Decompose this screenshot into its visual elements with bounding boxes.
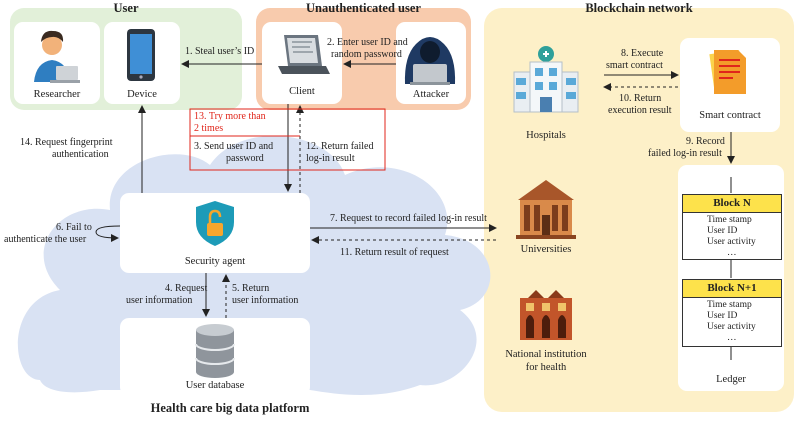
step-9-label-line2: failed log-in result xyxy=(648,148,722,159)
step-7-label: 7. Request to record failed log-in resul… xyxy=(330,213,487,224)
step-3-label-line2: password xyxy=(226,153,264,164)
user-database-label: User database xyxy=(185,380,245,391)
ledger-block: Block N+1 Time stamp User ID User activi… xyxy=(682,279,782,347)
step-5-label-line2: user information xyxy=(232,295,299,306)
unauthenticated-user-title: Unauthenticated user xyxy=(306,1,421,15)
step-13-label-line2: 2 times xyxy=(194,123,224,134)
step-5-label-line1: 5. Return xyxy=(232,283,270,294)
document-icon xyxy=(709,50,746,94)
block-field: Time stamp xyxy=(707,215,752,225)
step-1-label: 1. Steal user’s ID xyxy=(185,46,255,57)
block-field: User activity xyxy=(707,322,756,332)
researcher-label: Researcher xyxy=(33,89,81,100)
step-8-label-line1: 8. Execute xyxy=(621,48,664,59)
hospital-icon xyxy=(513,46,579,113)
block-field: … xyxy=(727,333,737,343)
step-11-label: 11. Return result of request xyxy=(340,247,449,258)
block-field: … xyxy=(727,248,737,258)
client-label: Client xyxy=(289,86,315,97)
ledger-label: Ledger xyxy=(716,374,746,385)
block-field: User activity xyxy=(707,237,756,247)
hospitals-label: Hospitals xyxy=(526,130,566,141)
database-icon xyxy=(195,324,235,378)
national-institution-label-1: National institution xyxy=(505,349,587,360)
block-field: User ID xyxy=(707,311,738,321)
step-13-label-line1: 13. Try more than xyxy=(194,111,266,122)
block-field: Time stamp xyxy=(707,300,752,310)
step-4-label-line2: user information xyxy=(126,295,193,306)
retry-highlight-box xyxy=(189,108,386,171)
step-10-label-line2: execution result xyxy=(608,105,672,116)
attacker-label: Attacker xyxy=(412,89,450,100)
block-title: Block N xyxy=(683,195,781,213)
hacker-icon xyxy=(404,37,456,85)
step-8-label-line2: smart contract xyxy=(606,60,663,71)
step-6-label-line1: 6. Fail to xyxy=(56,222,92,233)
step-10-label-line1: 10. Return xyxy=(619,93,662,104)
universities-label: Universities xyxy=(520,244,572,255)
block-field: User ID xyxy=(707,226,738,236)
step-12-label-line1: 12. Return failed xyxy=(306,141,374,152)
arrow-fail-auth xyxy=(95,225,121,242)
university-icon xyxy=(516,180,576,239)
step-14-label-line1: 14. Request fingerprint xyxy=(20,137,113,148)
step-9-label-line1: 9. Record xyxy=(686,136,725,147)
blockchain-network-title: Blockchain network xyxy=(585,1,693,15)
shield-lock-icon xyxy=(196,201,234,246)
step-6-label-line2: authenticate the user xyxy=(4,234,87,245)
device-icon xyxy=(127,29,155,81)
security-agent-label: Security agent xyxy=(184,256,246,267)
smart-contract-label: Smart contract xyxy=(699,110,761,121)
laptop-icon xyxy=(278,35,330,74)
step-3-label-line1: 3. Send user ID and xyxy=(194,141,274,152)
platform-title: Health care big data platform xyxy=(150,401,310,415)
step-4-label-line1: 4. Request xyxy=(165,283,208,294)
researcher-icon xyxy=(34,30,80,83)
device-label: Device xyxy=(127,89,157,100)
step-2-label-line1: 2. Enter user ID and xyxy=(327,37,408,48)
user-region-title: User xyxy=(113,1,139,15)
block-title: Block N+1 xyxy=(683,280,781,298)
step-12-label-line2: log-in result xyxy=(306,153,355,164)
national-institution-label-2: for health xyxy=(525,362,567,373)
step-14-label-line2: authentication xyxy=(52,149,109,160)
ledger-block: Block N Time stamp User ID User activity… xyxy=(682,194,782,260)
step-2-label-line2: random password xyxy=(331,49,402,60)
institution-icon xyxy=(520,290,572,340)
